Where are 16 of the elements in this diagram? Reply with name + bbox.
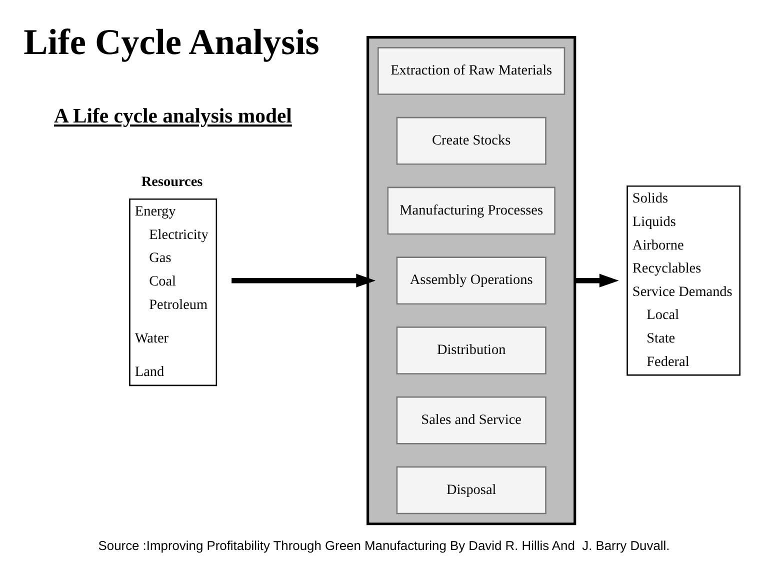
node-box: Assembly Operations xyxy=(396,256,546,305)
diagram-title: Life Cycle Analysis xyxy=(24,22,320,62)
node-label: Resources xyxy=(141,174,203,190)
node-box: Create Stocks xyxy=(396,116,546,165)
node-box: Solids Liquids Airborne Recyclables Service Demands Local State Federal xyxy=(626,186,740,376)
label: A Life cycle analysis model xyxy=(54,105,292,128)
node-box: Disposal xyxy=(396,466,546,514)
arrow xyxy=(232,274,376,288)
node-box: Energy Electricity Gas Coal Petroleum Water Land xyxy=(129,198,218,386)
node-box: Manufacturing Processes xyxy=(387,186,556,235)
node-box: Extraction of Raw Materials xyxy=(378,47,566,95)
arrow xyxy=(574,274,619,288)
node-box: Distribution xyxy=(396,326,546,374)
cluster xyxy=(366,36,576,526)
caption: Source :Improving Profitability Through Green Manufacturing By David R. Hillis And J. Barry Duvall. xyxy=(98,538,670,553)
node-box: Sales and Service xyxy=(396,396,546,444)
